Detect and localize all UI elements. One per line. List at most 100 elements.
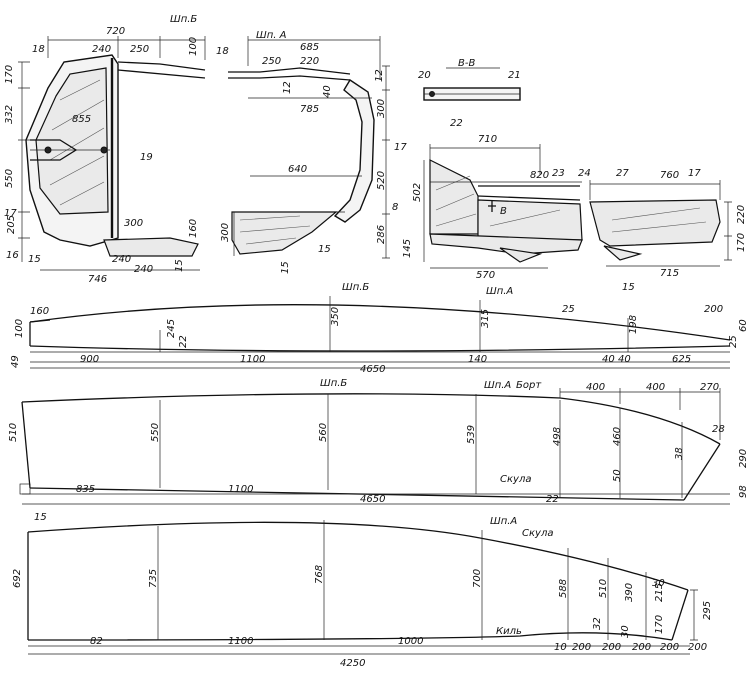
panel28-bort: Борт bbox=[516, 380, 542, 391]
p30-dim-32: 32 bbox=[592, 617, 603, 630]
p25-dim-198: 198 bbox=[628, 315, 639, 334]
p25-dim-22: 22 bbox=[178, 335, 189, 348]
dim-300-left: 300 bbox=[124, 218, 143, 229]
p30-dim-295: 295 bbox=[702, 601, 713, 620]
part-15-right: 15 bbox=[622, 282, 635, 293]
p25-dim-4650: 4650 bbox=[360, 364, 385, 375]
p25-dim-60: 60 bbox=[738, 319, 749, 332]
p30-dim-10: 10 bbox=[554, 642, 567, 653]
dim-300-mid: 300 bbox=[376, 99, 387, 118]
dim-785: 785 bbox=[300, 104, 319, 115]
dim-570: 570 bbox=[476, 270, 495, 281]
p25-dim-1100: 1100 bbox=[240, 354, 265, 365]
p28-dim-38: 38 bbox=[674, 447, 685, 460]
part-17-mid: 17 bbox=[394, 142, 407, 153]
part-18: 18 bbox=[32, 44, 45, 55]
section-v-v-label: В-В bbox=[458, 58, 475, 69]
dim-12-a: 12 bbox=[282, 81, 293, 94]
dim-710: 710 bbox=[478, 134, 497, 145]
part-17-right: 17 bbox=[688, 168, 701, 179]
part-25: 25 bbox=[562, 304, 575, 315]
dim-520: 520 bbox=[376, 171, 387, 190]
p30-dim-200a: 200 bbox=[572, 642, 591, 653]
dim-760: 760 bbox=[660, 170, 679, 181]
frame-a-label: Шп. А bbox=[256, 30, 287, 41]
dim-170-right: 170 bbox=[736, 233, 747, 252]
dim-240c: 240 bbox=[134, 264, 153, 275]
dim-502: 502 bbox=[412, 183, 423, 202]
p30-dim-692: 692 bbox=[12, 569, 23, 588]
p25-dim-315: 315 bbox=[480, 309, 491, 328]
part-15: 15 bbox=[28, 254, 41, 265]
p25-dim-200: 200 bbox=[704, 304, 723, 315]
panel-25 bbox=[29, 296, 731, 369]
p30-dim-170: 170 bbox=[654, 615, 665, 634]
p25-dim-160: 160 bbox=[30, 306, 49, 317]
section-v-v bbox=[423, 67, 521, 101]
part-16: 16 bbox=[6, 250, 19, 261]
panel28-frame-b: Шп.Б bbox=[320, 378, 347, 389]
p25-dim-245: 245 bbox=[166, 319, 177, 338]
dim-100: 100 bbox=[188, 37, 199, 56]
p28-dim-510: 510 bbox=[8, 423, 19, 442]
panel25-frame-a: Шп.А bbox=[486, 286, 513, 297]
p30-dim-1000: 1000 bbox=[398, 636, 423, 647]
p25-dim-49: 49 bbox=[10, 355, 21, 368]
part-28: 28 bbox=[712, 424, 725, 435]
p30-dim-15: 15 bbox=[34, 512, 47, 523]
p28-dim-270: 270 bbox=[700, 382, 719, 393]
p30-dim-200d: 200 bbox=[660, 642, 679, 653]
dim-250-mid: 250 bbox=[262, 56, 281, 67]
p28-dim-400a: 400 bbox=[586, 382, 605, 393]
dim-15-left: 15 bbox=[174, 259, 185, 272]
p30-dim-200c: 200 bbox=[632, 642, 651, 653]
dim-220-right: 220 bbox=[736, 205, 747, 224]
p28-dim-1100: 1100 bbox=[228, 484, 253, 495]
p28-dim-560: 560 bbox=[318, 423, 329, 442]
dim-8: 8 bbox=[392, 202, 398, 213]
part-19: 19 bbox=[140, 152, 153, 163]
p30-dim-30: 30 bbox=[620, 625, 631, 638]
dim-550: 550 bbox=[4, 169, 15, 188]
p28-dim-539: 539 bbox=[466, 425, 477, 444]
p30-dim-735: 735 bbox=[148, 569, 159, 588]
p30-dim-700: 700 bbox=[472, 569, 483, 588]
panel-30 bbox=[27, 520, 698, 655]
p25-dim-25: 25 bbox=[728, 335, 739, 348]
p25-dim-140: 140 bbox=[468, 354, 487, 365]
dim-160: 160 bbox=[188, 219, 199, 238]
part-20: 20 bbox=[418, 70, 431, 81]
dim-300-mid2: 300 bbox=[220, 223, 231, 242]
part-22: 22 bbox=[450, 118, 463, 129]
dim-12-b: 12 bbox=[374, 69, 385, 82]
p28-dim-498: 498 bbox=[552, 427, 563, 446]
part-18-mid: 18 bbox=[216, 46, 229, 57]
part-17: 17 bbox=[4, 208, 17, 219]
dim-332: 332 bbox=[4, 105, 15, 124]
p30-dim-82: 82 bbox=[90, 636, 103, 647]
part-30: 30 bbox=[652, 578, 665, 589]
part-15-mid: 15 bbox=[318, 244, 331, 255]
p25-dim-40b: 40 bbox=[618, 354, 631, 365]
p28-dim-835: 835 bbox=[76, 484, 95, 495]
p28-dim-22: 22 bbox=[546, 494, 559, 505]
v-arrow-label: В bbox=[500, 206, 507, 217]
dim-720: 720 bbox=[106, 26, 125, 37]
part-21: 21 bbox=[508, 70, 521, 81]
p25-dim-100: 100 bbox=[14, 319, 25, 338]
panel25-frame-b: Шп.Б bbox=[342, 282, 369, 293]
transom-section bbox=[423, 144, 583, 269]
dim-286: 286 bbox=[376, 225, 387, 244]
dim-145: 145 bbox=[402, 239, 413, 258]
p30-dim-588: 588 bbox=[558, 579, 569, 598]
frame-b-section bbox=[18, 36, 206, 271]
p30-dim-200b: 200 bbox=[602, 642, 621, 653]
frame-b-label: Шп.Б bbox=[170, 14, 197, 25]
p28-dim-4650: 4650 bbox=[360, 494, 385, 505]
dim-170: 170 bbox=[4, 65, 15, 84]
part-27: 27 bbox=[616, 168, 629, 179]
p25-dim-900: 900 bbox=[80, 354, 99, 365]
p28-dim-50: 50 bbox=[612, 469, 623, 482]
panel30-skula: Скула bbox=[522, 528, 553, 539]
